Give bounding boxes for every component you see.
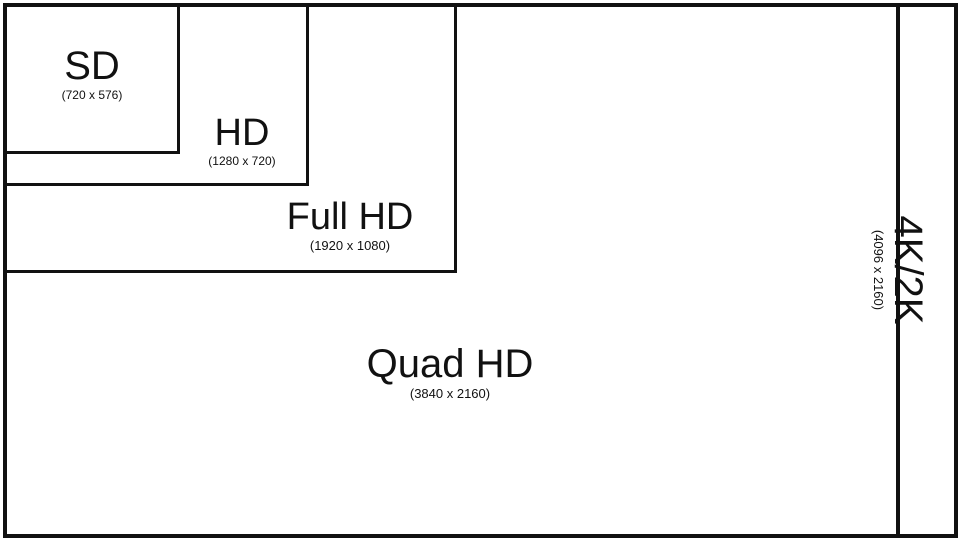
sd-label: SD (720 x 576): [30, 46, 154, 101]
sd-frame: [3, 3, 180, 154]
sd-dimensions: (720 x 576): [61, 88, 123, 102]
4k-divider-line: [896, 3, 900, 538]
hd-name: HD: [214, 112, 270, 154]
full-hd-label: Full HD (1920 x 1080): [270, 198, 430, 252]
quad-hd-label: Quad HD (3840 x 2160): [330, 344, 570, 400]
4k-name: 4K/2K: [886, 215, 930, 325]
quad-hd-dimensions: (3840 x 2160): [409, 386, 491, 401]
full-hd-frame: [3, 3, 457, 273]
hd-frame: [3, 3, 309, 186]
full-hd-name: Full HD: [286, 196, 414, 238]
4k-label: 4K/2K (4096 x 2160): [871, 150, 930, 390]
hd-dimensions: (1280 x 720): [208, 154, 276, 168]
hd-label: HD (1280 x 720): [180, 114, 304, 167]
full-hd-dimensions: (1920 x 1080): [309, 238, 391, 253]
4k-dimensions: (4096 x 2160): [871, 229, 886, 311]
sd-name: SD: [64, 44, 120, 88]
quad-hd-name: Quad HD: [366, 342, 534, 386]
